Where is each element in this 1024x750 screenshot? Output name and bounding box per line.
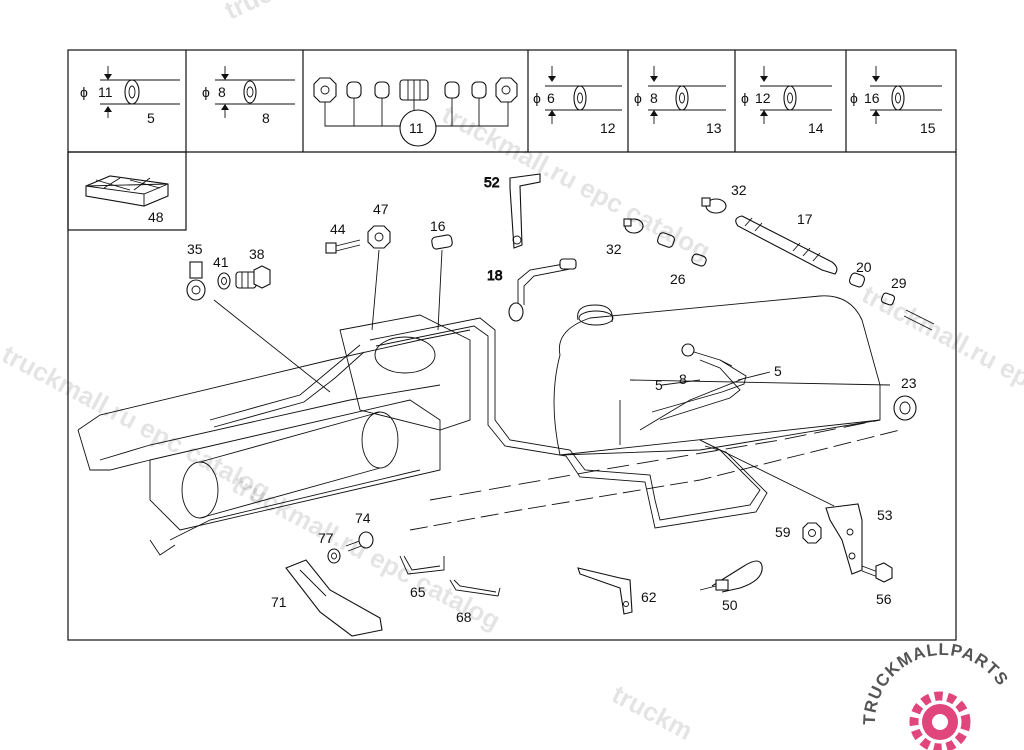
part-41-washer: 41 xyxy=(213,254,231,290)
diameter-symbol: ϕ xyxy=(634,90,642,106)
part-number: 12 xyxy=(600,120,616,136)
callout-50: 50 xyxy=(722,597,738,613)
part-62-bracket: 62 xyxy=(577,567,657,615)
gear-icon xyxy=(909,691,971,750)
hose-dia-16-cell: ϕ 16 15 xyxy=(850,66,942,136)
callout-52: 52 xyxy=(484,174,500,190)
part-65-clip: 65 xyxy=(399,555,445,600)
fittings-set-cell: 11 xyxy=(313,77,518,147)
fuel-tank xyxy=(553,295,891,456)
part-number: 14 xyxy=(808,120,824,136)
callout-17: 17 xyxy=(797,211,813,227)
diameter-symbol: ϕ xyxy=(202,84,210,100)
part-23-grommet: 23 xyxy=(893,375,917,421)
part-77-washer: 77 xyxy=(318,530,341,564)
callout-5a: 5 xyxy=(655,377,663,393)
diameter-symbol: ϕ xyxy=(850,90,858,106)
svg-text:ϕ: ϕ xyxy=(80,84,88,100)
part-16-sleeve: 16 xyxy=(430,218,453,331)
callout-47: 47 xyxy=(373,201,389,217)
hose-dia-11-cell: ϕ 11 5 xyxy=(80,66,180,126)
part-20-cap: 20 xyxy=(848,259,872,288)
diagram-frame xyxy=(67,49,957,641)
callout-35: 35 xyxy=(187,241,203,257)
part-52-bracket: 52 xyxy=(484,173,541,249)
part-number: 15 xyxy=(920,120,936,136)
part-50-cable-tie: 50 xyxy=(699,560,763,613)
callout-74: 74 xyxy=(355,510,371,526)
callout-38: 38 xyxy=(249,246,265,262)
hose-dia-6-cell: ϕ 6 12 xyxy=(533,66,622,136)
watermark-text: truckm xyxy=(607,679,698,746)
part-47-nut: 47 xyxy=(367,201,391,331)
diameter-value: 6 xyxy=(547,90,555,106)
callout-8: 8 xyxy=(679,371,687,387)
hose-dia-8b-cell: ϕ 8 13 xyxy=(634,66,726,136)
diameter-symbol: ϕ xyxy=(741,90,749,106)
part-38-bolt: 38 xyxy=(235,246,271,289)
watermark-text: truckmall.ru epc catalog xyxy=(857,279,1024,446)
part-number: 11 xyxy=(409,120,424,136)
part-48-box xyxy=(67,151,187,231)
callout-71: 71 xyxy=(271,594,287,610)
watermark-text: truckmall.ru epc catalog xyxy=(220,0,504,25)
callout-65: 65 xyxy=(410,584,426,600)
diameter-value: 16 xyxy=(864,90,880,106)
chassis-frame xyxy=(77,314,901,556)
callout-41: 41 xyxy=(213,254,229,270)
callout-53: 53 xyxy=(877,507,893,523)
part-44-bolt: 44 xyxy=(325,221,361,254)
diameter-value: 12 xyxy=(755,90,771,106)
part-59-nut: 59 xyxy=(775,522,822,544)
callout-59: 59 xyxy=(775,524,791,540)
hose-dia-8-cell: ϕ 8 8 xyxy=(202,66,295,126)
part-29-clamp: 29 xyxy=(880,275,935,331)
part-32-clip-a: 32 xyxy=(701,182,747,214)
callout-23: 23 xyxy=(901,375,917,391)
tank-line-labels: 5 8 5 xyxy=(655,363,782,393)
diameter-value: 11 xyxy=(98,84,113,100)
part-35-banjo: 35 xyxy=(186,241,206,301)
fuel-lines xyxy=(209,317,768,529)
part-74-bolt: 74 xyxy=(345,510,374,552)
diameter-value: 8 xyxy=(650,90,658,106)
hose-dia-12-cell: ϕ 12 14 xyxy=(741,66,832,136)
callout-18: 18 xyxy=(487,267,503,283)
callout-20: 20 xyxy=(856,259,872,275)
callout-56: 56 xyxy=(876,591,892,607)
callout-77: 77 xyxy=(318,530,334,546)
fuel-sender xyxy=(681,343,733,367)
part-71-bracket: 71 xyxy=(271,559,383,637)
diameter-symbol: ϕ xyxy=(533,90,541,106)
callout-44: 44 xyxy=(330,221,346,237)
callout-48: 48 xyxy=(148,209,164,225)
diameter-value: 8 xyxy=(218,84,226,100)
part-number: 8 xyxy=(262,110,270,126)
callout-32a: 32 xyxy=(731,182,747,198)
part-68-clip: 68 xyxy=(449,579,501,625)
part-56-bolt: 56 xyxy=(861,562,893,607)
part-17-sleeve: 17 xyxy=(735,211,838,275)
callout-32b: 32 xyxy=(606,241,622,257)
part-26-fitting: 26 xyxy=(657,232,707,287)
watermark-text: truckmall.ru epc catalog xyxy=(437,99,715,266)
part-32-clip-b: 32 xyxy=(606,218,644,257)
callout-5b: 5 xyxy=(774,363,782,379)
diameter-symbol: ϕ xyxy=(80,84,88,100)
callout-16: 16 xyxy=(430,218,446,234)
part-18-pipe: 18 xyxy=(487,258,577,322)
callout-26: 26 xyxy=(670,271,686,287)
callout-62: 62 xyxy=(641,589,657,605)
callout-29: 29 xyxy=(891,275,907,291)
callout-68: 68 xyxy=(456,609,472,625)
part-number: 5 xyxy=(147,110,155,126)
part-53-bracket: 53 xyxy=(699,439,893,575)
part-number: 13 xyxy=(706,120,722,136)
truckmall-logo: TRUCKMALLPARTS xyxy=(860,640,1011,750)
part-48-pad: 48 xyxy=(85,175,169,225)
